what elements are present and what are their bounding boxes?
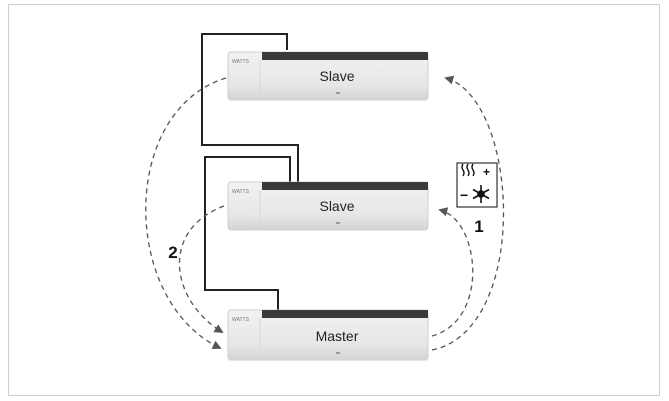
step-2-label: 2 — [168, 243, 177, 262]
arrow-top-to-master-left — [145, 77, 227, 349]
device-label: Slave — [319, 198, 354, 214]
slave-unit-middle: WATTS Slave — [227, 181, 429, 231]
wire-top-to-middle — [201, 33, 299, 182]
device-brand: WATTS — [232, 317, 250, 323]
signal-arrows — [145, 75, 505, 351]
device-top-bar — [262, 182, 428, 190]
step-1-label: 1 — [474, 217, 483, 236]
snowflake-icon — [472, 185, 490, 203]
device-led — [336, 222, 340, 224]
device-label: Master — [316, 328, 359, 344]
wiring — [201, 33, 299, 310]
device-brand: WATTS — [232, 59, 250, 65]
device-brand: WATTS — [232, 189, 250, 195]
heat-cool-switch-icon: + − — [456, 162, 498, 208]
device-led — [336, 352, 340, 354]
wire-middle-to-master — [204, 156, 291, 310]
diagram-frame — [8, 4, 660, 396]
master-unit: WATTS Master — [227, 309, 429, 361]
arrow-master-to-middle-right — [431, 207, 474, 337]
device-top-bar — [262, 310, 428, 318]
heat-waves-icon — [461, 163, 475, 177]
device-top-bar — [262, 52, 428, 60]
arrow-master-to-top-right — [431, 75, 505, 351]
device-label: Slave — [319, 68, 354, 84]
slave-unit-top: WATTS Slave — [227, 51, 429, 101]
minus-sign: − — [460, 187, 468, 203]
plus-sign: + — [483, 165, 490, 179]
arrow-middle-to-master-left — [178, 205, 225, 333]
device-led — [336, 92, 340, 94]
